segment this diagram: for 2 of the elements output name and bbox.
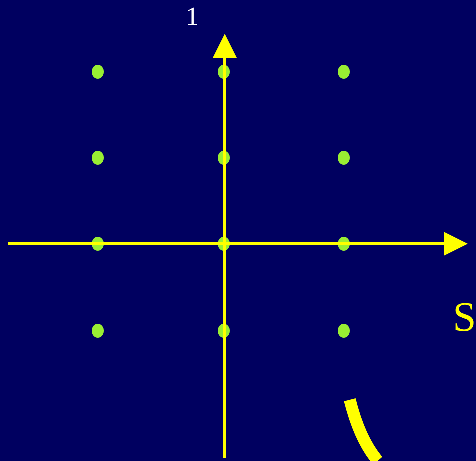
axis-label: 1 bbox=[186, 4, 199, 30]
axis-label: S bbox=[453, 297, 476, 339]
